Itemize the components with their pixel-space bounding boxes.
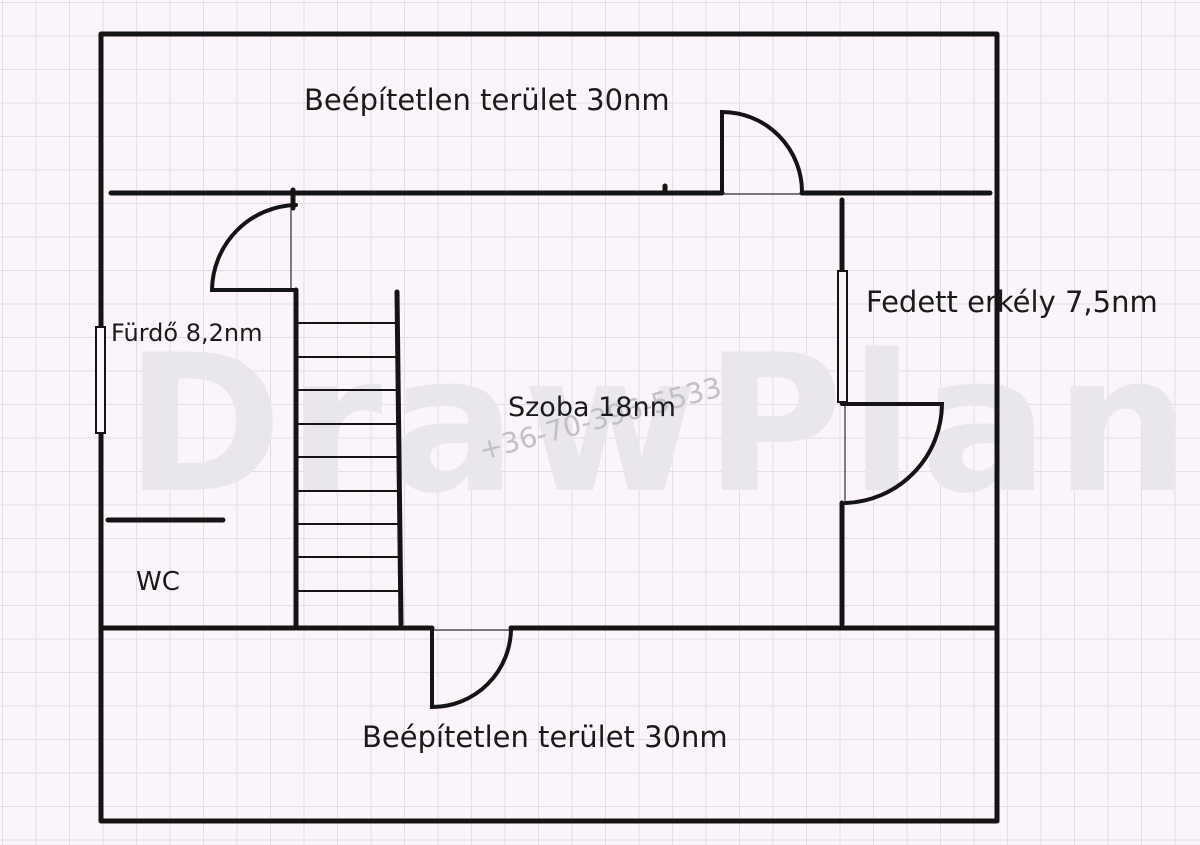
label-wc: WC [136,567,180,597]
label-room: Szoba 18nm [508,392,676,423]
door-bottom [430,626,513,710]
door-bathroom [209,203,298,292]
label-bathroom: Fürdő 8,2nm [111,319,263,347]
stair-treads [298,322,400,592]
stair-right-rail [394,289,404,627]
window-bathroom [95,326,106,434]
window-room [837,270,848,403]
label-unbuilt-bottom: Beépítetlen terület 30nm [362,720,728,754]
label-unbuilt-top: Beépítetlen terület 30nm [304,83,670,117]
label-covered-balcony: Fedett erkély 7,5nm [866,285,1158,319]
door-top [720,109,805,195]
door-balcony [840,402,945,505]
